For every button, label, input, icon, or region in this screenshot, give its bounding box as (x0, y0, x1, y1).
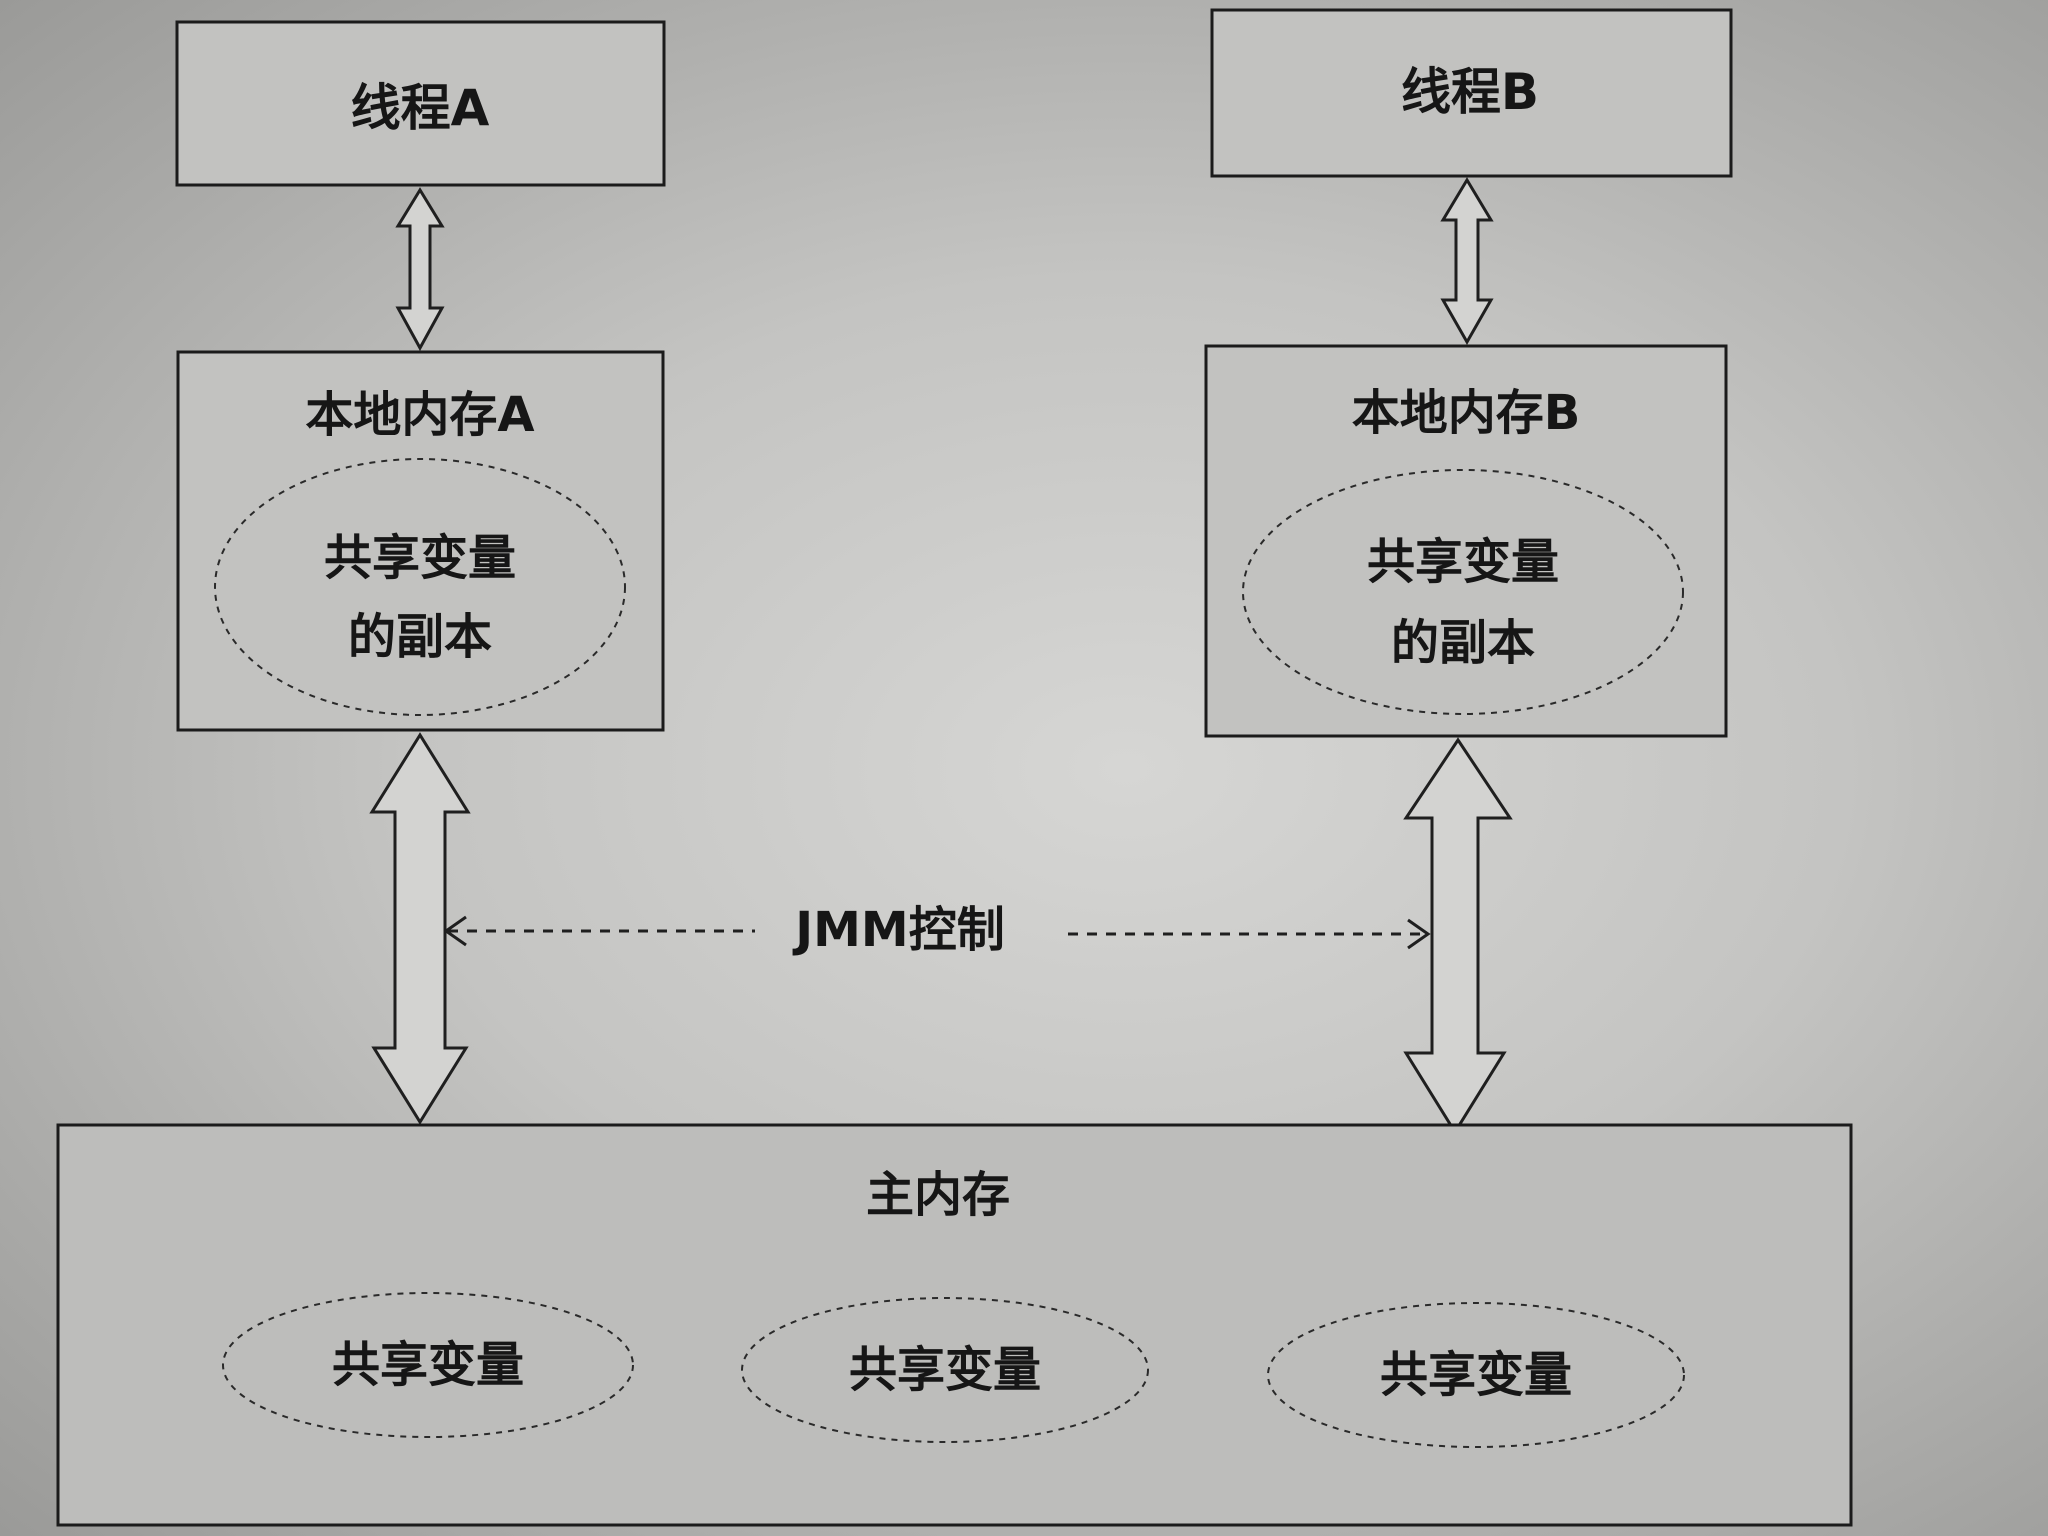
shared-variable-2: 共享变量 (849, 1342, 1041, 1398)
local-memory-b-node: 本地内存B 共享变量 的副本 (1204, 344, 1728, 738)
arrow-thread-a-local-a (395, 187, 445, 352)
thread-b-box (1210, 8, 1733, 178)
shared-variable-1: 共享变量 (332, 1337, 524, 1393)
thread-a-node: 线程A (175, 20, 666, 187)
shared-variable-ellipse-3 (1267, 1302, 1685, 1448)
arrow-local-a-main (369, 732, 471, 1125)
local-b-copy-ellipse (1242, 469, 1684, 715)
thread-b-node: 线程B (1210, 8, 1733, 178)
main-memory-node: 主内存 共享变量 共享变量 共享变量 (56, 1123, 1853, 1527)
local-memory-b-box (1204, 344, 1728, 738)
main-memory-box (56, 1123, 1853, 1527)
shared-variable-ellipse-2 (741, 1297, 1149, 1443)
local-b-copy-line2: 的副本 (1391, 615, 1535, 671)
thread-a-box (175, 20, 666, 187)
local-a-copy-line2: 的副本 (348, 609, 492, 665)
jmm-arrowhead-right (1407, 918, 1431, 950)
jmm-control-connector: JMM控制 (443, 902, 1431, 958)
local-memory-a-title: 本地内存A (305, 387, 534, 443)
jmm-control-label: JMM控制 (792, 902, 1004, 958)
shared-variable-ellipse-1 (222, 1292, 634, 1438)
jmm-arrowhead-left (443, 915, 467, 947)
local-memory-a-node: 本地内存A 共享变量 的副本 (176, 350, 665, 732)
local-b-copy-line1: 共享变量 (1367, 534, 1559, 590)
local-a-copy-ellipse (214, 458, 626, 716)
thread-b-label: 线程B (1401, 63, 1539, 121)
local-a-copy-line1: 共享变量 (324, 530, 516, 586)
local-memory-b-title: 本地内存B (1352, 385, 1581, 441)
arrow-thread-b-local-b (1440, 177, 1494, 346)
shared-variable-3: 共享变量 (1380, 1347, 1572, 1403)
arrow-local-b-main (1403, 737, 1513, 1135)
main-memory-title: 主内存 (866, 1167, 1010, 1223)
thread-a-label: 线程A (351, 79, 490, 137)
